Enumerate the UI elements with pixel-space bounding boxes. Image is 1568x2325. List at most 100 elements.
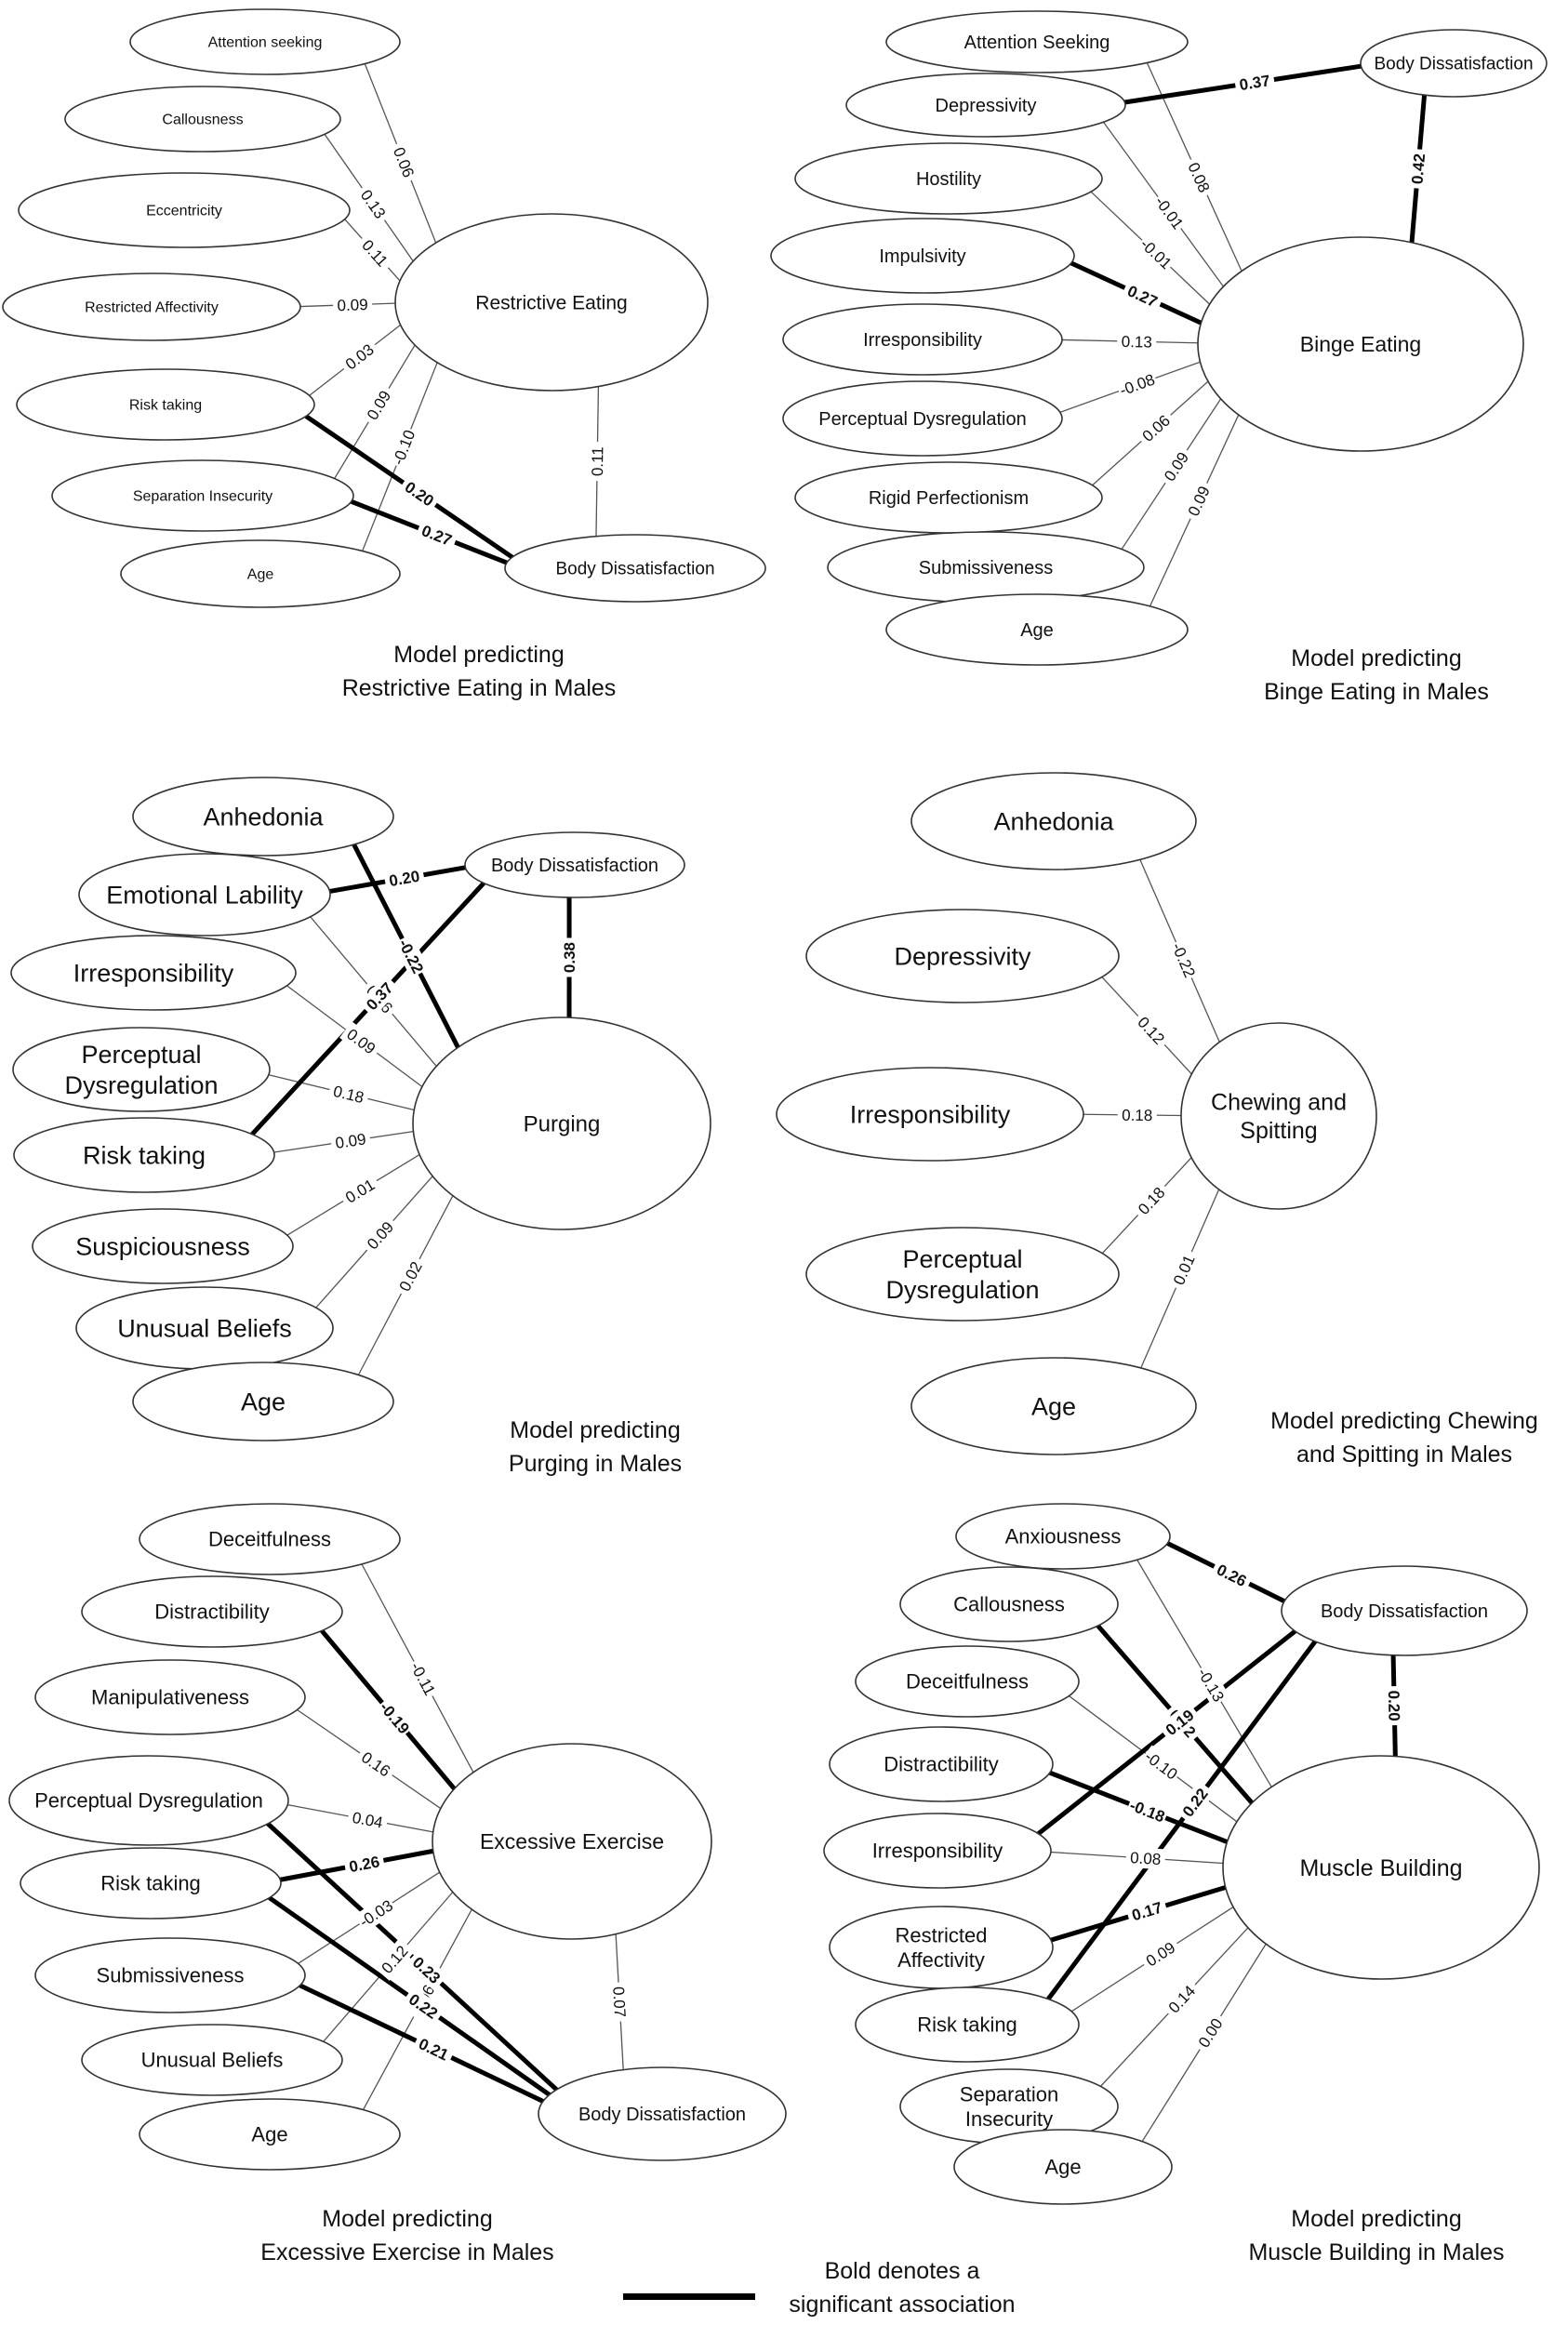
purging-predictor-label: Perceptual xyxy=(81,1041,201,1069)
chewing-predictor-label: Depressivity xyxy=(894,942,1031,970)
exercise-predictor-node xyxy=(34,1659,306,1735)
chewing-predictor-node xyxy=(776,1067,1084,1162)
purging-path-body-to-outcome-label-bg xyxy=(559,937,580,977)
chewing-predictor-label: Irresponsibility xyxy=(850,1100,1011,1128)
muscle-predictor-label: Distractibility xyxy=(884,1753,998,1776)
exercise-path-to-outcome-label-bg xyxy=(353,1893,398,1933)
chewing-predictor-node xyxy=(910,1357,1197,1455)
panel-chewing: -0.220.120.180.180.01 AnhedoniaDepressivi… xyxy=(776,772,1377,1455)
panel-binge: 0.08-0.01-0.010.270.13-0.080.060.090.090… xyxy=(770,10,1548,666)
binge-predictor-label: Depressivity xyxy=(936,96,1037,116)
restrictive-path-to-body-label-bg xyxy=(415,518,459,552)
purging-predictor-node xyxy=(12,1027,271,1112)
binge-predictor-node xyxy=(845,73,1126,138)
restrictive-predictor-node xyxy=(16,368,315,441)
exercise-path-to-body-label-bg xyxy=(405,1948,448,1991)
restrictive-predictor-label: Risk taking xyxy=(129,398,202,414)
restrictive-path-to-outcome-label-bg xyxy=(332,293,373,316)
chewing-outcome-label: Spitting xyxy=(1240,1118,1317,1144)
binge-path-to-outcome-label-bg xyxy=(1181,479,1216,524)
restrictive-predictor-label: Restricted Affectivity xyxy=(85,300,219,316)
exercise-predictor-label: Age xyxy=(251,2123,287,2146)
purging-paths: -0.220.060.090.180.090.010.090.020.200.3… xyxy=(250,843,580,1375)
exercise-predictor-node xyxy=(20,1847,282,1920)
chewing-paths: -0.220.120.180.180.01 xyxy=(1083,859,1220,1369)
exercise-predictor-node xyxy=(139,2098,401,2171)
exercise-nodes: DeceitfulnessDistractibilityManipulative… xyxy=(8,1503,787,2171)
binge-predictor-label: Irresponsibility xyxy=(863,330,982,351)
binge-predictor-node xyxy=(782,303,1063,376)
purging-outcome-label: Purging xyxy=(524,1111,601,1136)
chewing-predictor-node xyxy=(805,909,1120,1003)
binge-path-to-outcome-label-bg xyxy=(1115,368,1160,402)
panel-purging: -0.220.060.090.180.090.010.090.020.200.3… xyxy=(10,777,711,1442)
purging-predictor-node xyxy=(10,935,297,1011)
muscle-predictor-label: Age xyxy=(1044,2156,1081,2179)
restrictive-predictor-label: Attention seeking xyxy=(208,35,323,51)
legend-bold-line xyxy=(623,2293,755,2300)
muscle-path-to-outcome-label-bg xyxy=(1125,1846,1166,1870)
muscle-path-to-outcome-label-bg xyxy=(1138,1934,1183,1973)
chewing-path-to-outcome-label-bg xyxy=(1130,1179,1173,1222)
exercise-body-dissatisfaction-node xyxy=(538,2066,787,2161)
chewing-predictor-label: Age xyxy=(1031,1392,1076,1420)
muscle-body-dissatisfaction-label: Body Dissatisfaction xyxy=(1321,1601,1488,1622)
restrictive-predictor-node xyxy=(129,8,401,75)
restrictive-predictor-node xyxy=(120,539,401,608)
exercise-path-to-outcome-label-bg xyxy=(374,1937,416,1981)
muscle-predictor-node xyxy=(829,1726,1054,1802)
panel-exercise: -0.11-0.190.160.040.26-0.030.120.060.230… xyxy=(8,1503,787,2171)
binge-path-to-outcome-label-bg xyxy=(1156,445,1196,489)
exercise-body-dissatisfaction-label: Body Dissatisfaction xyxy=(578,2105,746,2125)
restrictive-predictor-label: Eccentricity xyxy=(146,204,222,219)
purging-path-to-outcome-label-bg xyxy=(329,1127,372,1154)
muscle-predictor-node xyxy=(855,1986,1080,2063)
purging-predictor-label: Emotional Lability xyxy=(106,881,303,909)
muscle-path-to-outcome-label-bg xyxy=(1139,1745,1184,1786)
purging-path-to-outcome-label-bg xyxy=(359,1214,401,1257)
chewing-outcome-node xyxy=(1180,1022,1377,1210)
exercise-path-to-body-label-bg xyxy=(411,2031,457,2067)
muscle-predictor-node xyxy=(955,1503,1171,1570)
restrictive-paths: 0.060.130.110.090.030.09-0.100.200.270.1… xyxy=(299,63,608,565)
muscle-path-to-outcome-coefficient: 0.08 xyxy=(1130,1849,1162,1868)
restrictive-path-to-outcome-coefficient: 0.09 xyxy=(337,296,368,314)
restrictive-predictor-node xyxy=(18,172,351,248)
binge-predictor-label: Age xyxy=(1020,620,1054,641)
restrictive-predictor-label: Age xyxy=(247,567,274,583)
exercise-predictor-node xyxy=(8,1755,289,1846)
exercise-path-body-to-outcome-label-bg xyxy=(608,1982,631,2023)
muscle-predictor-node xyxy=(855,1645,1080,1718)
binge-path-to-outcome-label-bg xyxy=(1120,278,1165,314)
exercise-path-to-outcome-label-bg xyxy=(343,1850,386,1878)
exercise-predictor-label: Manipulativeness xyxy=(91,1686,249,1709)
restrictive-predictor-node xyxy=(2,272,301,341)
purging-path-to-outcome-coefficient: 0.09 xyxy=(334,1130,367,1152)
binge-body-dissatisfaction-node xyxy=(1360,29,1548,98)
muscle-predictor-node xyxy=(829,1906,1054,1989)
muscle-path-to-outcome-coefficient: 0.17 xyxy=(1130,1899,1164,1925)
binge-predictor-node xyxy=(794,142,1103,215)
muscle-predictor-label: Affectivity xyxy=(897,1948,985,1972)
binge-path-to-body-label-bg xyxy=(1233,69,1276,96)
muscle-predictor-label: Irresponsibility xyxy=(872,1840,1003,1863)
muscle-path-to-outcome-label-bg xyxy=(1192,1662,1230,1707)
purging-predictor-node xyxy=(32,1208,294,1284)
binge-predictor-node xyxy=(782,380,1063,457)
panel-muscle: -0.130.22-0.10-0.180.080.170.090.140.000… xyxy=(823,1503,1540,2205)
exercise-predictor-label: Submissiveness xyxy=(97,1964,245,1987)
chewing-path-to-outcome-label-bg xyxy=(1166,1247,1202,1293)
chewing-predictor-label: Anhedonia xyxy=(993,807,1114,835)
exercise-outcome-node xyxy=(432,1743,712,1940)
chewing-predictor-node xyxy=(805,1227,1120,1322)
purging-path-body-to-outcome-coefficient: 0.38 xyxy=(561,942,578,973)
restrictive-path-to-body-label-bg xyxy=(397,473,442,513)
exercise-predictor-node xyxy=(81,2024,343,2096)
restrictive-path-body-to-outcome-coefficient: 0.11 xyxy=(589,446,606,476)
exercise-path-to-body-label-bg xyxy=(401,1986,445,2026)
binge-path-to-body-coefficient: 0.37 xyxy=(1238,72,1271,94)
